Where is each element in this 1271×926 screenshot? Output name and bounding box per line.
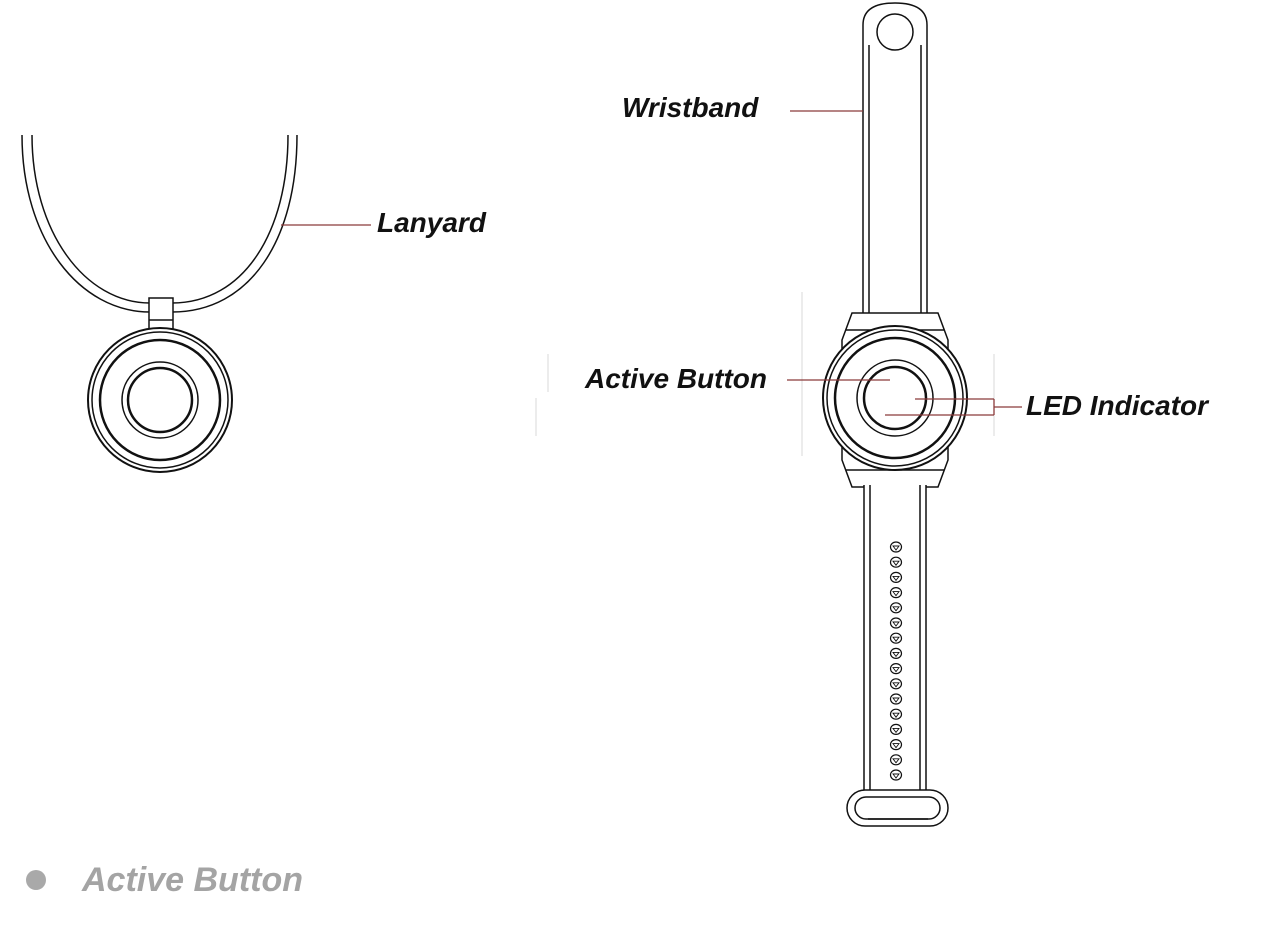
- strap-hole-notch: [892, 591, 900, 597]
- pendant-illustration: [21, 134, 298, 473]
- strap-hole-notch: [892, 758, 900, 764]
- strap-hole: [889, 541, 903, 553]
- pendant-button: [126, 366, 194, 434]
- wristband-adjustment-holes: [889, 541, 903, 781]
- wristband-illustration: [822, 2, 968, 827]
- strap-hole: [889, 678, 903, 690]
- strap-hole-notch: [892, 667, 900, 673]
- wristband-label: Wristband: [622, 92, 759, 123]
- wristband-top-hole: [876, 13, 914, 51]
- led-indicator-label: LED Indicator: [1026, 390, 1209, 421]
- strap-hole: [889, 571, 903, 584]
- wristband-face-outer: [822, 325, 968, 471]
- strap-hole-notch: [892, 606, 900, 612]
- strap-hole-notch: [892, 773, 900, 779]
- strap-hole: [889, 662, 903, 675]
- wristband-keeper-loop: [846, 789, 949, 827]
- lanyard-cord-outer: [21, 134, 298, 313]
- strap-hole: [889, 617, 903, 629]
- strap-hole: [889, 632, 903, 644]
- wristband-top-strap: [862, 2, 928, 318]
- strap-hole-notch: [892, 651, 900, 658]
- strap-hole-notch: [892, 575, 900, 582]
- section-heading: Active Button: [26, 856, 303, 904]
- leader-lines: [281, 110, 1022, 416]
- strap-hole-notch: [892, 697, 900, 703]
- strap-hole: [889, 754, 903, 766]
- strap-hole: [889, 586, 903, 599]
- section-heading-text: Active Button: [82, 861, 303, 899]
- active-button-label: Active Button: [585, 363, 767, 394]
- wristband-button-ring: [856, 359, 934, 437]
- strap-hole: [889, 723, 903, 736]
- strap-hole-notch: [892, 682, 900, 688]
- wristband-button: [862, 365, 928, 431]
- strap-hole-notch: [892, 560, 900, 566]
- pendant-outer-ring: [87, 327, 233, 473]
- strap-hole-notch: [892, 545, 900, 551]
- strap-hole: [889, 647, 903, 660]
- strap-hole: [889, 738, 903, 751]
- pendant-button-ring: [121, 361, 199, 439]
- lanyard-label: Lanyard: [377, 207, 486, 238]
- strap-hole-notch: [892, 727, 900, 734]
- strap-hole: [889, 769, 903, 781]
- construction-lines: [535, 292, 995, 456]
- strap-hole-notch: [892, 636, 900, 642]
- strap-hole: [889, 693, 903, 705]
- lanyard-cord-inner: [31, 134, 289, 304]
- strap-hole-notch: [892, 712, 900, 718]
- strap-hole: [889, 708, 903, 720]
- lanyard-clasp: [148, 297, 174, 333]
- strap-hole: [889, 556, 903, 568]
- strap-hole-notch: [892, 621, 900, 627]
- strap-hole-notch: [892, 743, 900, 749]
- bullet-icon: [26, 870, 46, 890]
- strap-hole: [889, 602, 903, 614]
